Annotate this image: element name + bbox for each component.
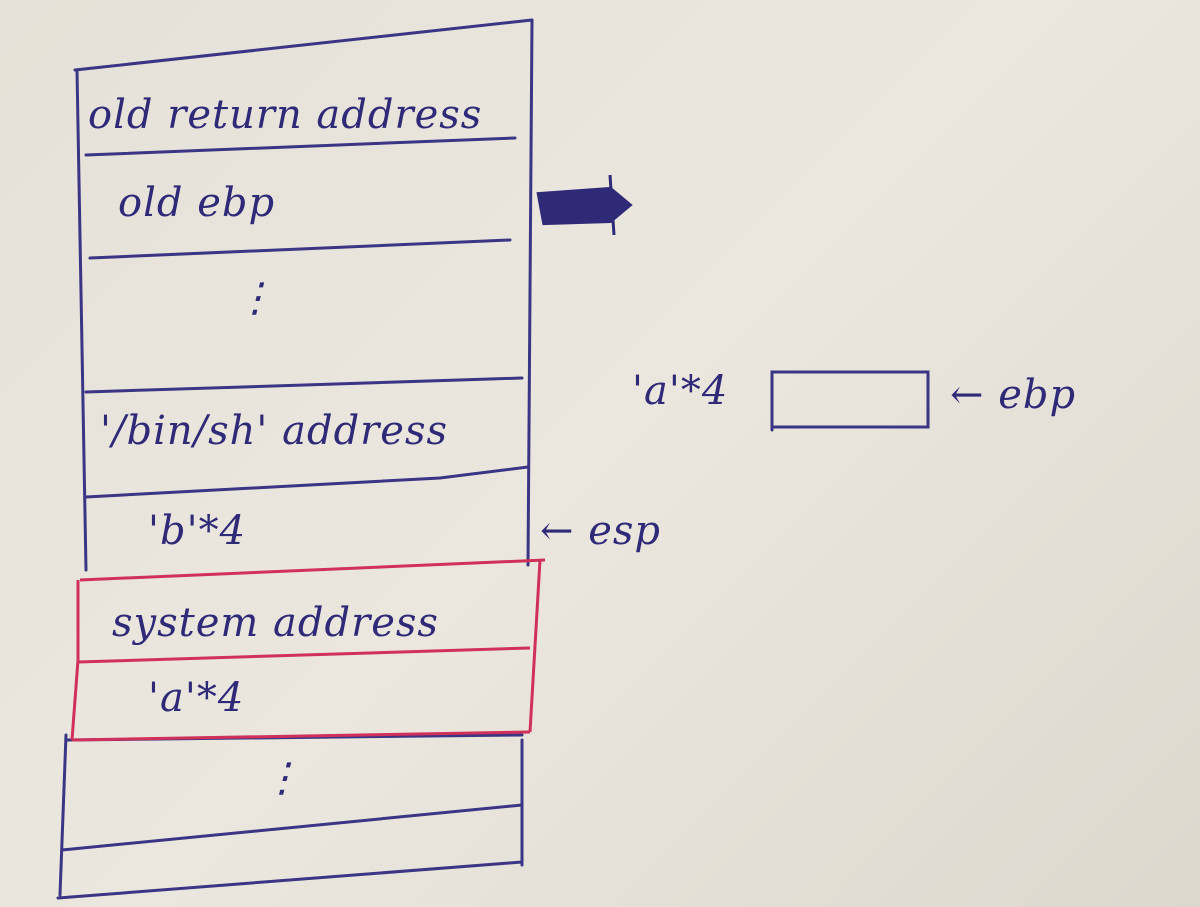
side-box xyxy=(770,370,930,429)
scribbled-arrow-icon xyxy=(536,174,633,236)
ebp-pointer: ← ebp xyxy=(950,372,1077,418)
row-old-return-address: old return address xyxy=(88,92,483,138)
row-a-padding: 'a'*4 xyxy=(148,675,245,721)
row-system-address: system address xyxy=(112,600,439,646)
overwrite-right xyxy=(528,559,542,733)
overwrite-row-divider xyxy=(77,646,531,664)
overwrite-left xyxy=(70,580,80,741)
row-divider xyxy=(84,136,517,157)
side-value-label: 'a'*4 xyxy=(632,368,729,414)
row-old-ebp: old ebp xyxy=(118,180,276,226)
row-binsh-address: '/bin/sh' address xyxy=(100,408,449,454)
stack-outline-top xyxy=(73,18,534,72)
row-divider xyxy=(88,238,512,260)
overwrite-row-top xyxy=(79,558,546,582)
stack-right-edge xyxy=(526,18,534,567)
row-b-padding: 'b'*4 xyxy=(148,508,247,554)
row-ellipsis-lower: ⋮ xyxy=(262,755,303,801)
row-divider xyxy=(60,803,524,852)
esp-pointer: ← esp xyxy=(540,508,662,554)
row-ellipsis: ⋮ xyxy=(235,275,276,321)
stack-left-edge-lower xyxy=(58,733,68,897)
stack-outline-bottom xyxy=(56,860,524,900)
row-divider xyxy=(84,465,530,499)
row-divider xyxy=(84,376,524,394)
overwrite-row-bottom xyxy=(71,730,531,742)
stack-left-edge xyxy=(75,68,88,572)
